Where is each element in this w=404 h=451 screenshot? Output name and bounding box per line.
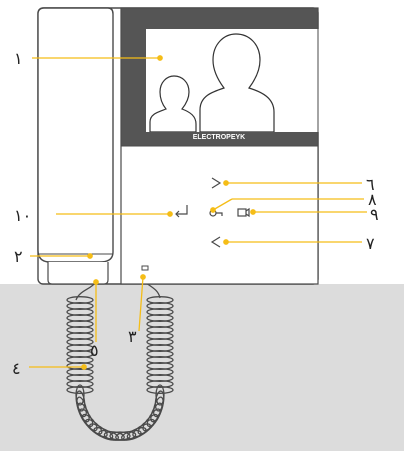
visitor-silhouettes — [149, 33, 275, 132]
callout-6-number: ٦ — [366, 175, 375, 194]
callout-1-dot — [157, 55, 163, 61]
cord-coil-loop — [155, 384, 165, 406]
callout-5-dot — [93, 279, 99, 285]
talk-button-return-arrow-icon[interactable] — [175, 205, 188, 218]
down-button-chevron-left-icon[interactable] — [210, 236, 221, 248]
cord-coil-loop — [146, 386, 174, 394]
screen-outline — [120, 7, 319, 147]
handset-cradle — [47, 262, 109, 285]
callout-4-dot — [81, 364, 87, 370]
callout-9-number: ٩ — [370, 205, 379, 224]
cord-left-coil — [66, 296, 94, 394]
callout-7-dot — [223, 239, 229, 245]
callout-1-number: ١ — [14, 49, 23, 68]
callout-3-number: ٣ — [128, 327, 137, 346]
coiled-cord — [66, 277, 174, 441]
handset[interactable] — [37, 7, 114, 263]
callout-2-dot — [87, 253, 93, 259]
callout-5-number: ٥ — [90, 341, 99, 360]
cord-right-coil — [146, 296, 174, 394]
callout-10-dot — [167, 211, 173, 217]
callout-3-dot — [140, 274, 146, 280]
woman-silhouette — [199, 33, 275, 132]
callout-4-number: ٤ — [12, 359, 21, 378]
callout-8-dot — [210, 207, 216, 213]
callout-10-number: ١٠ — [14, 206, 31, 225]
brand-label: ELECTROPEYK — [193, 134, 246, 141]
callout-2-number: ٢ — [14, 247, 23, 266]
callout-6-dot — [223, 180, 229, 186]
cord-coil-loop — [66, 386, 94, 394]
callout-9-dot — [250, 209, 256, 215]
callout-7-number: ٧ — [366, 234, 375, 253]
callout-lines — [29, 55, 367, 370]
man-silhouette — [149, 75, 197, 132]
callout-numbers: ١ ٢ ٣ ٤ ٥ ٦ ٧ ٨ ٩ ١٠ — [12, 49, 379, 378]
callout-3-line — [138, 276, 144, 332]
callout-8-number: ٨ — [368, 190, 377, 209]
cord-bottom-loop — [75, 384, 165, 441]
status-led-icon — [141, 265, 149, 271]
up-button-chevron-right-icon[interactable] — [211, 177, 222, 189]
callout-8-diag — [212, 198, 233, 211]
camera-button-camera-icon[interactable] — [237, 207, 250, 218]
